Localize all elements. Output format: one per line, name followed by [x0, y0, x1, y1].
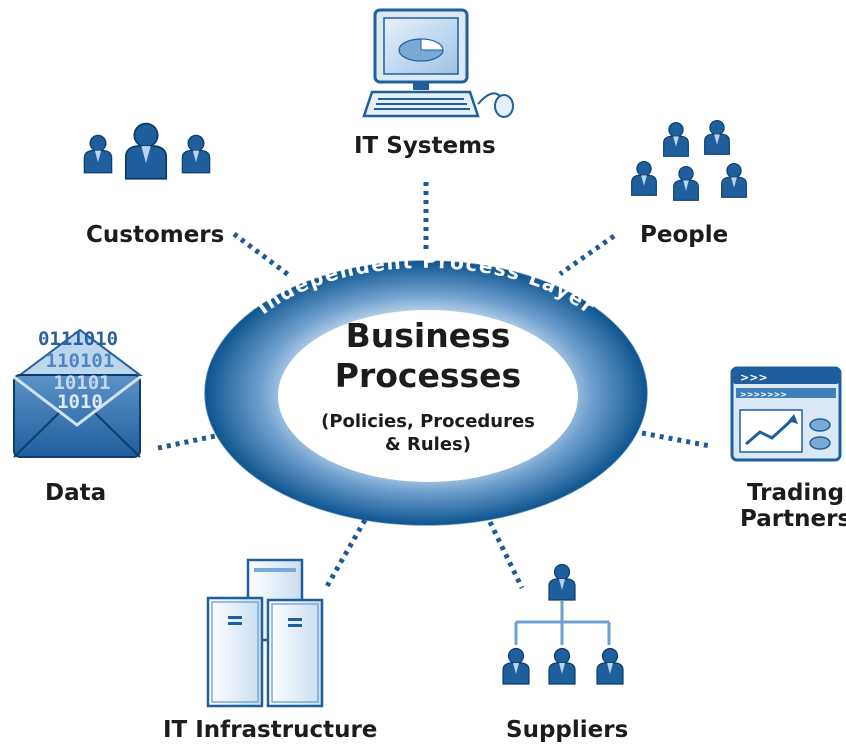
suppliers-org-chart-icon	[502, 563, 624, 685]
connector-trading	[641, 430, 711, 449]
label-customers: Customers	[86, 222, 225, 248]
connector-suppliers	[487, 520, 525, 590]
center-subtitle: (Policies, Procedures & Rules)	[288, 410, 568, 456]
servers-icon	[206, 558, 324, 708]
customers-icon	[83, 122, 211, 180]
center-subtitle-line1: (Policies, Procedures	[321, 411, 535, 432]
svg-text:0111010: 0111010	[38, 328, 118, 350]
inner-ellipse	[278, 310, 578, 482]
center-subtitle-line2: & Rules)	[385, 434, 471, 455]
label-trading-partners: Trading Partners	[740, 480, 846, 533]
connector-people	[558, 233, 616, 277]
envelope-icon	[13, 328, 143, 458]
process-layer-ring	[204, 260, 648, 526]
connector-customers	[232, 232, 292, 278]
svg-text:10101: 10101	[53, 372, 110, 394]
svg-text:1010: 1010	[57, 391, 103, 413]
browser-window-icon: >>> >>>>>>>	[730, 366, 842, 462]
label-people: People	[640, 222, 729, 248]
center-title: Business Processes	[298, 316, 558, 396]
center-title-line2: Processes	[334, 356, 522, 395]
computer-icon	[362, 8, 514, 118]
label-it-systems: IT Systems	[354, 133, 496, 159]
binary-text: 0111010 110101 10101 1010	[38, 328, 118, 413]
label-trading-line2: Partners	[740, 506, 846, 533]
label-trading-line1: Trading	[746, 480, 845, 506]
label-data: Data	[45, 480, 107, 506]
connector-lines	[157, 182, 711, 590]
center-title-line1: Business	[345, 316, 511, 355]
connector-data	[157, 432, 221, 451]
label-suppliers: Suppliers	[506, 717, 629, 743]
connector-infrastructure	[323, 518, 368, 590]
svg-text:>>>: >>>	[740, 371, 768, 384]
svg-text:>>>>>>>: >>>>>>>	[740, 390, 787, 399]
people-icon	[631, 120, 747, 201]
svg-text:110101: 110101	[46, 350, 115, 372]
label-it-infrastructure: IT Infrastructure	[163, 717, 378, 743]
